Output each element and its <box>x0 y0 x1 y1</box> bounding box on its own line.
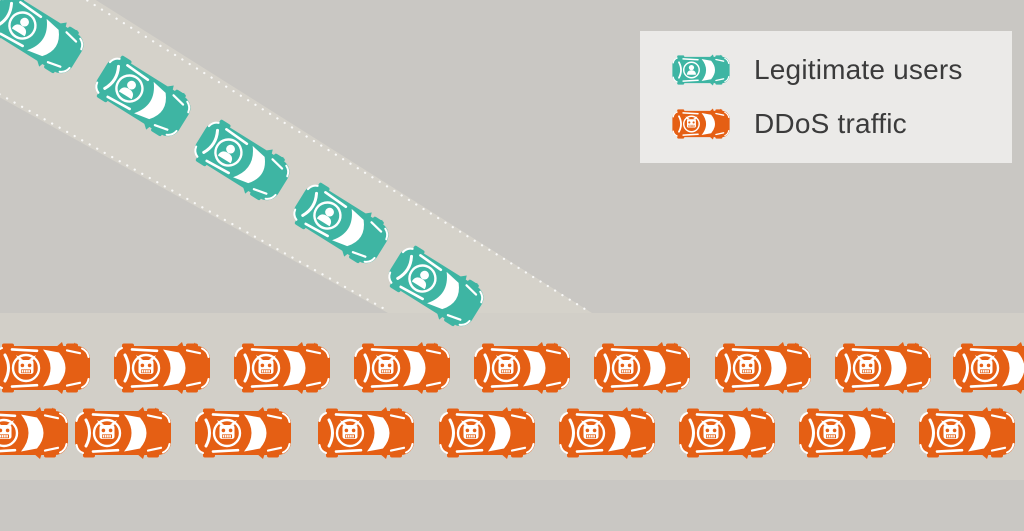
ddos-bot-car <box>953 342 1024 394</box>
ddos-bot-car <box>835 342 931 394</box>
ddos-bot-car <box>799 407 895 459</box>
ddos-bot-car <box>234 342 330 394</box>
ramp-edge-dotted-line-upper <box>84 0 590 313</box>
legend: Legitimate users DDoS traffic <box>640 31 1012 163</box>
ddos-bot-car <box>354 342 450 394</box>
ddos-bot-car <box>594 342 690 394</box>
legend-label-ddos-traffic: DDoS traffic <box>754 108 907 139</box>
legend-item-ddos-traffic: DDoS traffic <box>670 107 1012 141</box>
legitimate-user-car-icon <box>670 53 732 87</box>
ddos-bot-car <box>679 407 775 459</box>
ddos-bot-car <box>715 342 811 394</box>
ddos-bot-car <box>559 407 655 459</box>
ddos-bot-car <box>0 342 90 394</box>
ddos-bot-car <box>114 342 210 394</box>
ddos-bot-car <box>919 407 1015 459</box>
ddos-bot-car <box>474 342 570 394</box>
legend-label-legitimate-users: Legitimate users <box>754 54 963 85</box>
ddos-bot-car <box>439 407 535 459</box>
ddos-bot-car <box>75 407 171 459</box>
ddos-bot-car <box>0 407 68 459</box>
ddos-car-icon <box>670 107 732 141</box>
ddos-bot-car <box>318 407 414 459</box>
ddos-bot-car <box>195 407 291 459</box>
legend-item-legitimate-users: Legitimate users <box>670 53 1012 87</box>
